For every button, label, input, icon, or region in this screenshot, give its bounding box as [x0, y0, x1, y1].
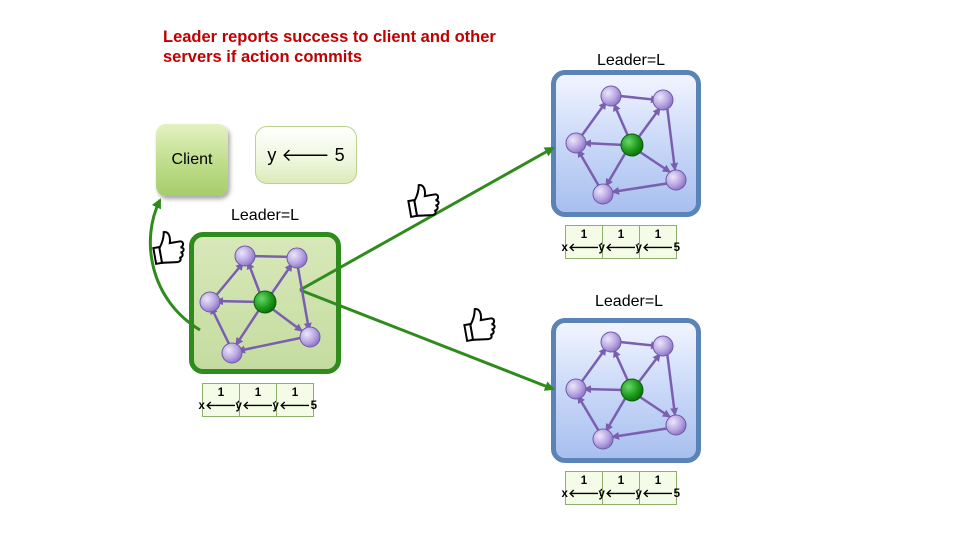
leader-node: [620, 378, 644, 402]
thumbs-up-icon: [152, 231, 185, 266]
command-bubble: y 🡐 5: [255, 126, 357, 184]
commit-arrow-to-follower-1: [299, 146, 555, 292]
log-term: 1: [291, 387, 299, 399]
log-command: y🡐1: [598, 488, 644, 500]
log-command: x🡐3: [198, 400, 244, 412]
follower-node: [592, 183, 614, 205]
log-term: 1: [617, 475, 625, 487]
follower-node: [665, 169, 687, 191]
log-term: 1: [654, 229, 662, 241]
follower-node: [234, 245, 256, 267]
follower-node: [600, 331, 622, 353]
log-command: x🡐3: [561, 242, 607, 254]
log-command: x🡐3: [561, 488, 607, 500]
leader-node: [620, 133, 644, 157]
log-command: y🡐5: [635, 488, 681, 500]
log-command: y🡐5: [635, 242, 681, 254]
follower-node: [600, 85, 622, 107]
follower-node: [592, 428, 614, 450]
follower-node: [299, 326, 321, 348]
follower-node: [652, 335, 674, 357]
follower-node: [221, 342, 243, 364]
commit-arrow-to-follower-2: [299, 288, 555, 391]
follower-node: [652, 89, 674, 111]
log-term: 1: [254, 387, 262, 399]
client-node: Client: [156, 124, 228, 196]
slide-title: Leader reports success to client and oth…: [163, 28, 496, 66]
leader-cluster-graph: [199, 245, 321, 364]
leader-label-follower-2: Leader=L: [595, 293, 664, 310]
log-term: 1: [217, 387, 225, 399]
log-term: 1: [580, 229, 588, 241]
reply-arrow-to-client: [148, 198, 201, 332]
log-term: 1: [617, 229, 625, 241]
thumbs-up-icon: [407, 184, 440, 219]
log-term: 1: [654, 475, 662, 487]
follower-1-cluster-graph: [565, 85, 687, 205]
follower-node: [199, 291, 221, 313]
follower-node: [565, 378, 587, 400]
command-text: y 🡐 5: [267, 144, 345, 165]
log-command: y🡐1: [235, 400, 281, 412]
follower-2-cluster-graph: [565, 331, 687, 450]
follower-node: [286, 247, 308, 269]
follower-node: [565, 132, 587, 154]
leader-node: [253, 290, 277, 314]
log-command: y🡐1: [598, 242, 644, 254]
follower-node: [665, 414, 687, 436]
log-command: y🡐5: [272, 400, 318, 412]
leader-label-main: Leader=L: [231, 207, 300, 224]
leader-label-follower-1: Leader=L: [597, 52, 666, 69]
log-term: 1: [580, 475, 588, 487]
client-label: Client: [171, 151, 213, 168]
thumbs-up-icon: [463, 308, 496, 343]
